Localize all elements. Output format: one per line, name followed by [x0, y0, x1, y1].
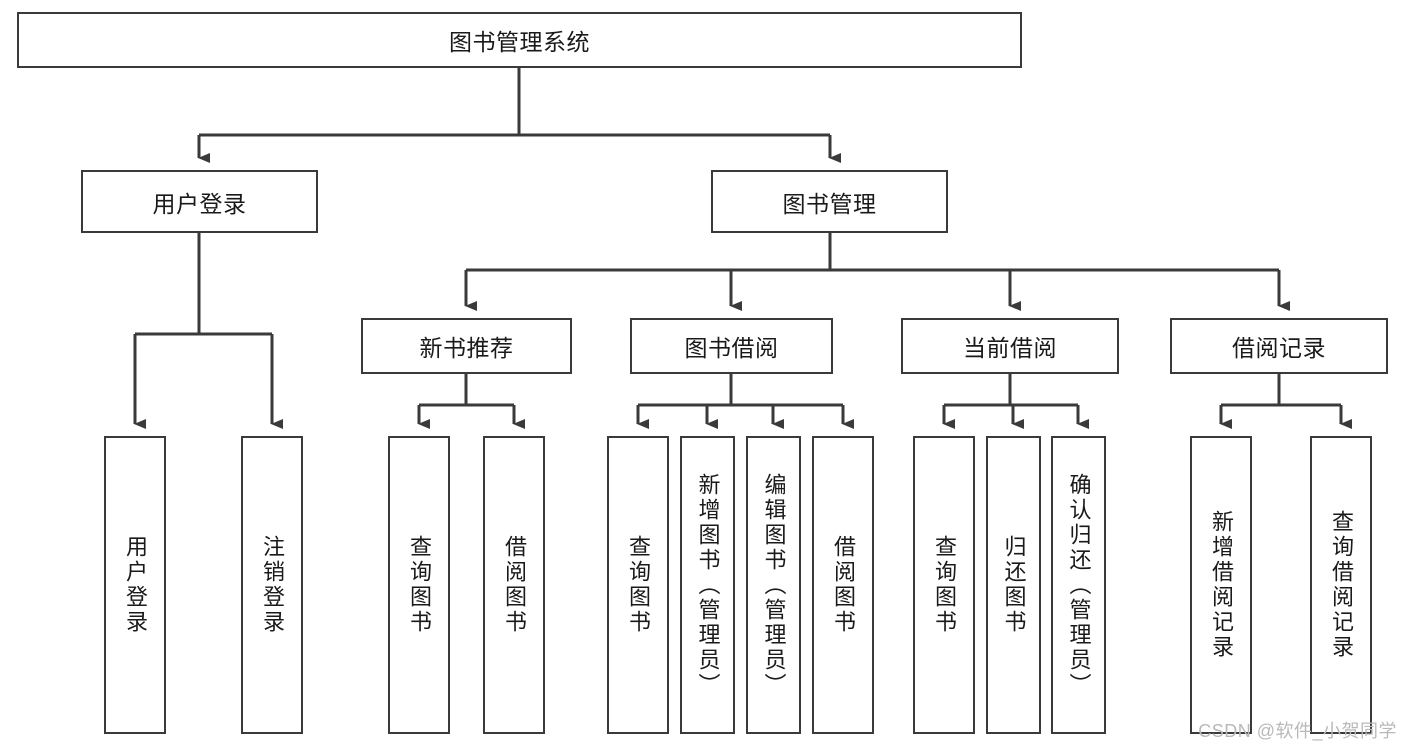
node-level2-1-label: 图书管理: [782, 190, 877, 217]
node-leaf-9[interactable]: 归还图书: [986, 436, 1041, 734]
node-leaf-11[interactable]: 新增借阅记录: [1190, 436, 1252, 734]
node-leaf-10[interactable]: 确认归还（管理员）: [1051, 436, 1106, 734]
node-level3-0-label: 新书推荐: [419, 335, 514, 361]
node-leaf-12[interactable]: 查询借阅记录: [1310, 436, 1372, 734]
node-leaf-10-label: 确认归还（管理员）: [1066, 472, 1092, 698]
node-leaf-0-label: 用户登录: [123, 535, 148, 635]
node-leaf-4-label: 查询图书: [626, 535, 651, 635]
node-level2-0-label: 用户登录: [152, 190, 247, 217]
node-leaf-8-label: 查询图书: [932, 535, 957, 635]
node-leaf-4[interactable]: 查询图书: [607, 436, 669, 734]
node-leaf-0[interactable]: 用户登录: [104, 436, 166, 734]
node-leaf-9-label: 归还图书: [1001, 535, 1027, 635]
node-leaf-11-label: 新增借阅记录: [1209, 510, 1234, 660]
node-leaf-2[interactable]: 查询图书: [388, 436, 450, 734]
node-level3-1-label: 图书借阅: [684, 335, 779, 361]
node-level3-2-label: 当前借阅: [963, 335, 1057, 361]
node-leaf-1[interactable]: 注销登录: [241, 436, 303, 734]
node-leaf-3[interactable]: 借阅图书: [483, 436, 545, 734]
node-leaf-3-label: 借阅图书: [502, 535, 527, 635]
node-level2-0[interactable]: 用户登录: [81, 170, 318, 233]
node-root[interactable]: 图书管理系统: [17, 12, 1022, 68]
node-root-label: 图书管理系统: [449, 29, 590, 55]
node-leaf-5[interactable]: 新增图书（管理员）: [680, 436, 735, 734]
node-leaf-1-label: 注销登录: [260, 535, 285, 635]
node-leaf-5-label: 新增图书（管理员）: [695, 472, 721, 698]
node-leaf-7[interactable]: 借阅图书: [812, 436, 874, 734]
node-leaf-6-label: 编辑图书（管理员）: [761, 472, 787, 698]
node-leaf-12-label: 查询借阅记录: [1329, 510, 1354, 660]
node-leaf-2-label: 查询图书: [407, 535, 432, 635]
node-level3-2[interactable]: 当前借阅: [901, 318, 1119, 374]
node-leaf-7-label: 借阅图书: [831, 535, 856, 635]
node-leaf-6[interactable]: 编辑图书（管理员）: [746, 436, 801, 734]
node-level3-0[interactable]: 新书推荐: [361, 318, 572, 374]
node-level3-1[interactable]: 图书借阅: [630, 318, 833, 374]
node-level3-3[interactable]: 借阅记录: [1170, 318, 1388, 374]
node-leaf-8[interactable]: 查询图书: [913, 436, 975, 734]
watermark-csdn: CSDN @软件_小贺同学: [1198, 721, 1397, 741]
node-level3-3-label: 借阅记录: [1232, 335, 1326, 361]
node-level2-1[interactable]: 图书管理: [711, 170, 948, 233]
